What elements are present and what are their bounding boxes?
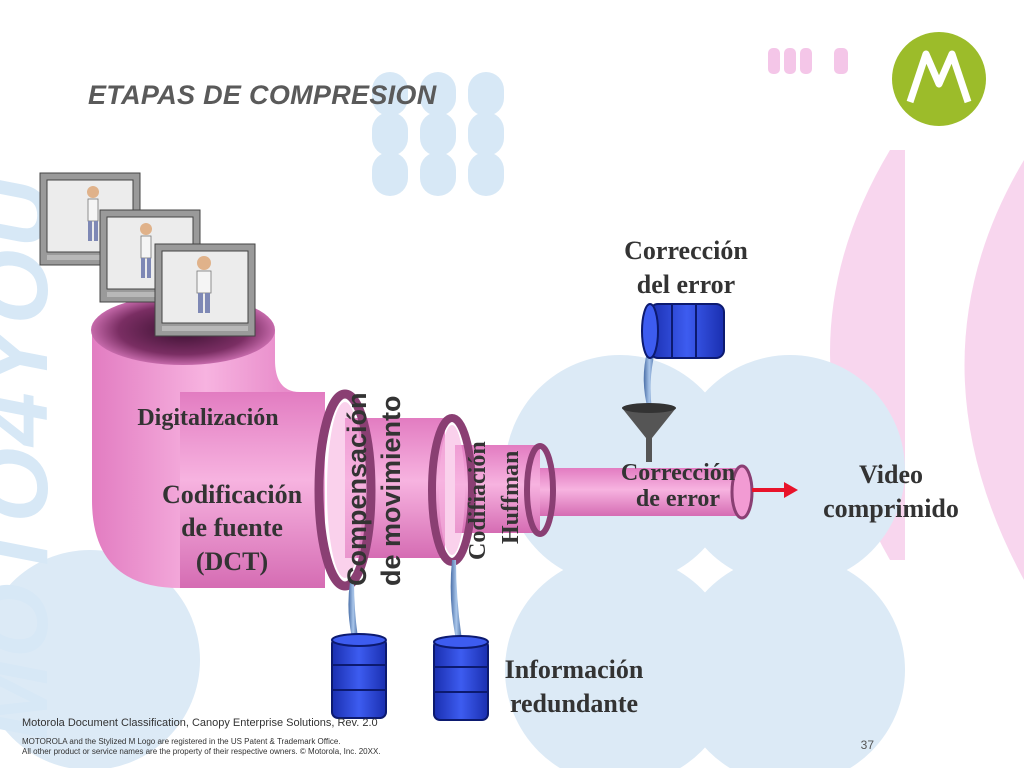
correccion-pipe-line-2: de error (635, 486, 721, 513)
pink-glyph-row (768, 48, 848, 74)
label-huffman: Codifiación Huffman (462, 441, 528, 560)
person-figure-1 (87, 186, 99, 241)
blue-circle-2 (675, 355, 905, 585)
ring-small (524, 443, 556, 537)
correccion-del-error-line-2: del error (636, 269, 736, 299)
page-number: 37 (860, 738, 874, 752)
compensacion-line-2: de movimiento (376, 395, 406, 586)
pipe-horizontal-segment (180, 392, 325, 588)
drip-bottom-2 (450, 560, 462, 640)
motorola-m-icon (906, 50, 972, 104)
codificacion-line-2: de fuente (181, 513, 283, 543)
footer-classification: Motorola Document Classification, Canopy… (22, 717, 378, 729)
label-correccion-del-error: Corrección del error (596, 234, 776, 302)
label-digitalizacion: Digitalización (137, 405, 279, 431)
huffman-line-2: Huffman (498, 450, 524, 544)
blue-glyph-stack (372, 72, 504, 196)
tank-bottom-2 (433, 635, 489, 721)
informacion-line-2: redundante (509, 688, 639, 718)
drip-top (643, 352, 655, 410)
correccion-del-error-line-1: Corrección (624, 236, 748, 265)
label-compensacion: Compensación de movimiento (340, 392, 408, 586)
video-line-2: comprimido (823, 493, 959, 523)
compensacion-line-1: Compensación (342, 392, 372, 586)
drip-bottom-1 (348, 582, 358, 638)
codificacion-line-1: Codificación (161, 480, 303, 509)
correccion-pipe-line-1: Corrección (620, 460, 736, 486)
label-informacion-redundante: Información redundante (486, 653, 662, 721)
funnel (622, 408, 676, 462)
blue-circle-4 (675, 555, 905, 768)
slide-title: ETAPAS DE COMPRESION (88, 80, 437, 110)
person-figure-2 (140, 223, 152, 278)
tank-top (641, 303, 725, 359)
footer-trademark-2: All other product or service names are t… (22, 747, 381, 756)
codificacion-line-3: (DCT) (195, 546, 269, 576)
label-correccion-pipe: Corrección de error (598, 460, 758, 513)
person-figure-3 (196, 256, 212, 313)
pipe-section-4 (540, 468, 740, 516)
ring-compensacion (314, 389, 376, 591)
blue-circle-3 (505, 555, 735, 768)
informacion-line-1: Información (504, 655, 644, 684)
blue-circle-5 (0, 550, 200, 768)
pink-arc-2 (964, 160, 1024, 580)
motorola-logo (892, 32, 986, 126)
label-codificacion-fuente: Codificación de fuente (DCT) (142, 478, 322, 578)
video-line-1: Video (858, 460, 924, 489)
footer-trademark-1: MOTOROLA and the Stylized M Logo are reg… (22, 737, 341, 746)
tank-bottom-1 (331, 633, 387, 719)
huffman-line-1: Codifiación (465, 441, 491, 560)
label-video-comprimido: Video comprimido (800, 458, 982, 526)
